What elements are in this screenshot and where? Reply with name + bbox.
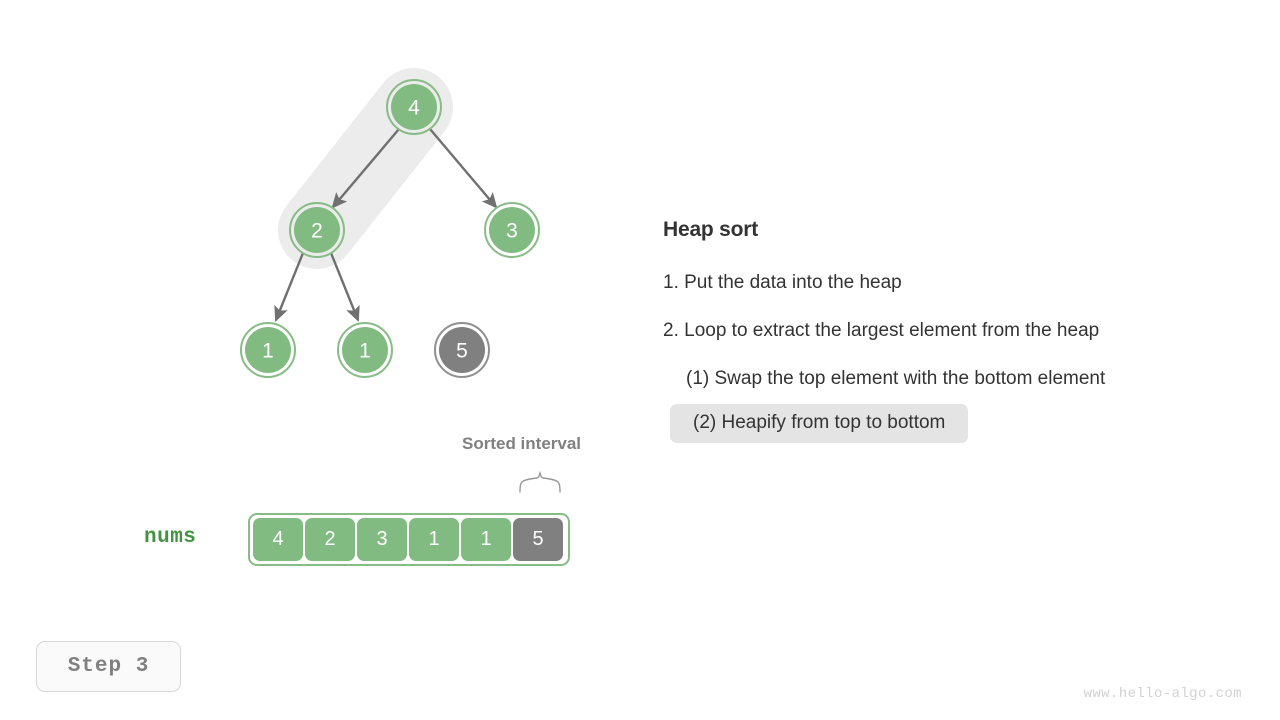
tree-edge (329, 252, 360, 323)
array-cell[interactable]: 3 (357, 518, 407, 561)
array-cell[interactable]: 2 (305, 518, 355, 561)
tree-node-label: 1 (262, 340, 274, 363)
sorted-interval-label: Sorted interval (462, 434, 582, 453)
step-item-2: 2. Loop to extract the largest element f… (663, 320, 1100, 341)
tree-node-1-right[interactable]: 1 (337, 322, 393, 378)
substep-item-2-highlighted: (2) Heapify from top to bottom (670, 404, 969, 443)
explanation-panel: Heap sort 1. Put the data into the heap … (663, 218, 1263, 443)
page-title: Heap sort (663, 218, 759, 241)
binary-heap-tree: 4 2 3 1 1 5 (240, 68, 540, 378)
tree-node-label: 5 (456, 340, 468, 363)
tree-node-label: 3 (506, 220, 518, 243)
tree-node-5-sorted[interactable]: 5 (434, 322, 490, 378)
tree-edge (331, 128, 400, 209)
tree-node-3[interactable]: 3 (484, 202, 540, 258)
tree-node-label: 2 (311, 220, 323, 243)
array-cell[interactable]: 1 (461, 518, 511, 561)
array-cell[interactable]: 1 (409, 518, 459, 561)
tree-node-4[interactable]: 4 (386, 79, 442, 135)
tree-edge (429, 128, 498, 209)
substep-item-1: (1) Swap the top element with the bottom… (686, 368, 1106, 389)
tree-node-label: 1 (359, 340, 371, 363)
array-cell[interactable]: 5 (513, 518, 563, 561)
step-badge: Step 3 (36, 641, 181, 692)
tree-node-label: 4 (408, 97, 420, 120)
array-container: 4 2 3 1 1 5 (248, 513, 570, 566)
tree-edge (274, 252, 305, 323)
tree-node-1-left[interactable]: 1 (240, 322, 296, 378)
tree-node-2[interactable]: 2 (289, 202, 345, 258)
array-name-label: nums (144, 526, 197, 549)
step-item-1: 1. Put the data into the heap (663, 272, 902, 293)
watermark: www.hello-algo.com (1083, 686, 1242, 702)
tree-edges (274, 128, 498, 323)
sorted-interval-brace (519, 470, 561, 493)
array-cell[interactable]: 4 (253, 518, 303, 561)
